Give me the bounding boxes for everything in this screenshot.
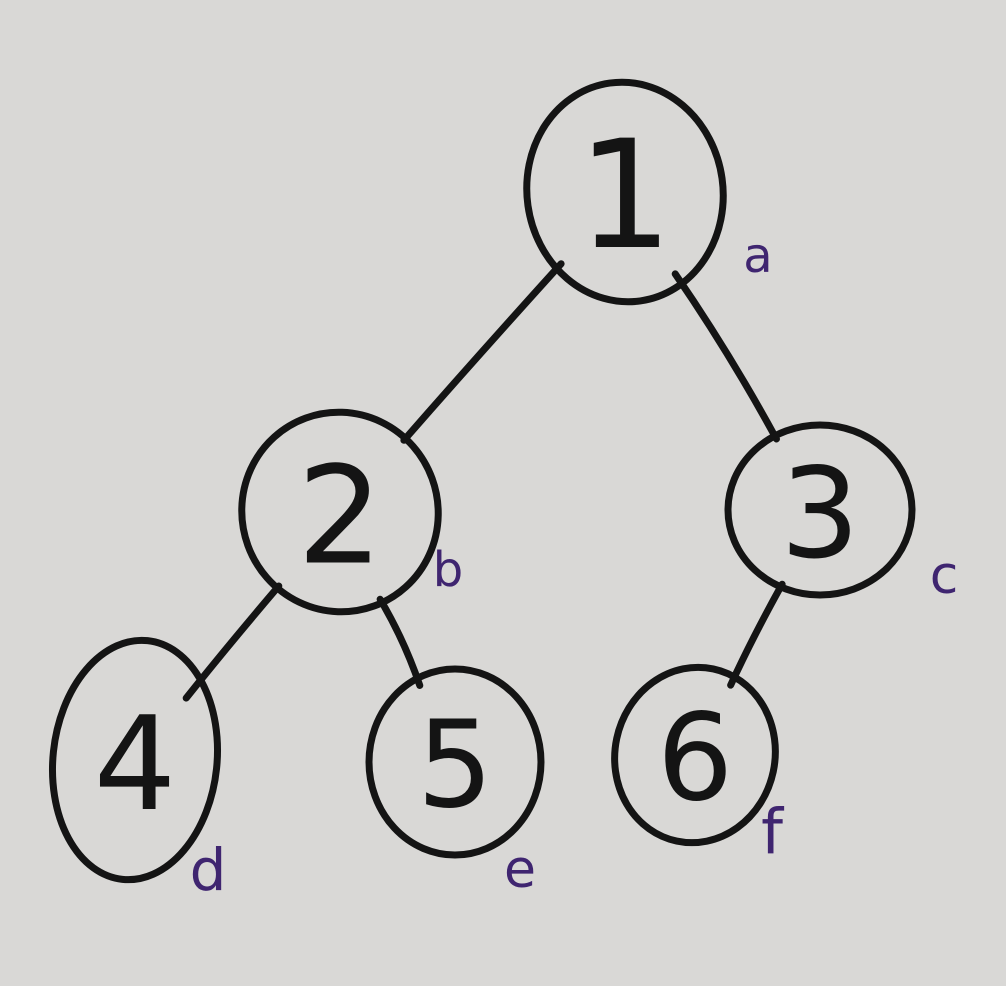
edge-a-c — [671, 270, 780, 443]
edge-b-d — [182, 582, 283, 702]
node-circle-d — [48, 636, 222, 884]
edge-a-b — [400, 260, 565, 444]
node-circle-f — [611, 663, 779, 847]
node-letter-a: a — [743, 228, 772, 284]
tree-node-f: 6f — [611, 663, 785, 869]
edges-layer — [182, 260, 786, 702]
node-letter-b: b — [433, 542, 463, 598]
node-value-c: 3 — [780, 442, 860, 587]
node-circle-a — [523, 78, 727, 306]
node-value-f: 6 — [657, 690, 733, 829]
node-value-a: 1 — [577, 109, 672, 283]
node-value-b: 2 — [297, 438, 383, 595]
node-circle-b — [238, 408, 442, 616]
node-value-d: 4 — [94, 688, 177, 840]
node-letter-e: e — [504, 840, 536, 900]
node-letter-c: c — [930, 546, 959, 606]
tree-node-e: 5e — [365, 665, 545, 900]
node-letter-f: f — [761, 796, 785, 869]
node-circle-c — [724, 421, 916, 599]
tree-node-d: 4d — [48, 636, 227, 904]
edge-b-e — [376, 595, 424, 689]
node-value-e: 5 — [417, 697, 493, 836]
edge-c-f — [727, 580, 786, 689]
node-circle-e — [365, 665, 545, 859]
node-letter-d: d — [190, 836, 227, 904]
